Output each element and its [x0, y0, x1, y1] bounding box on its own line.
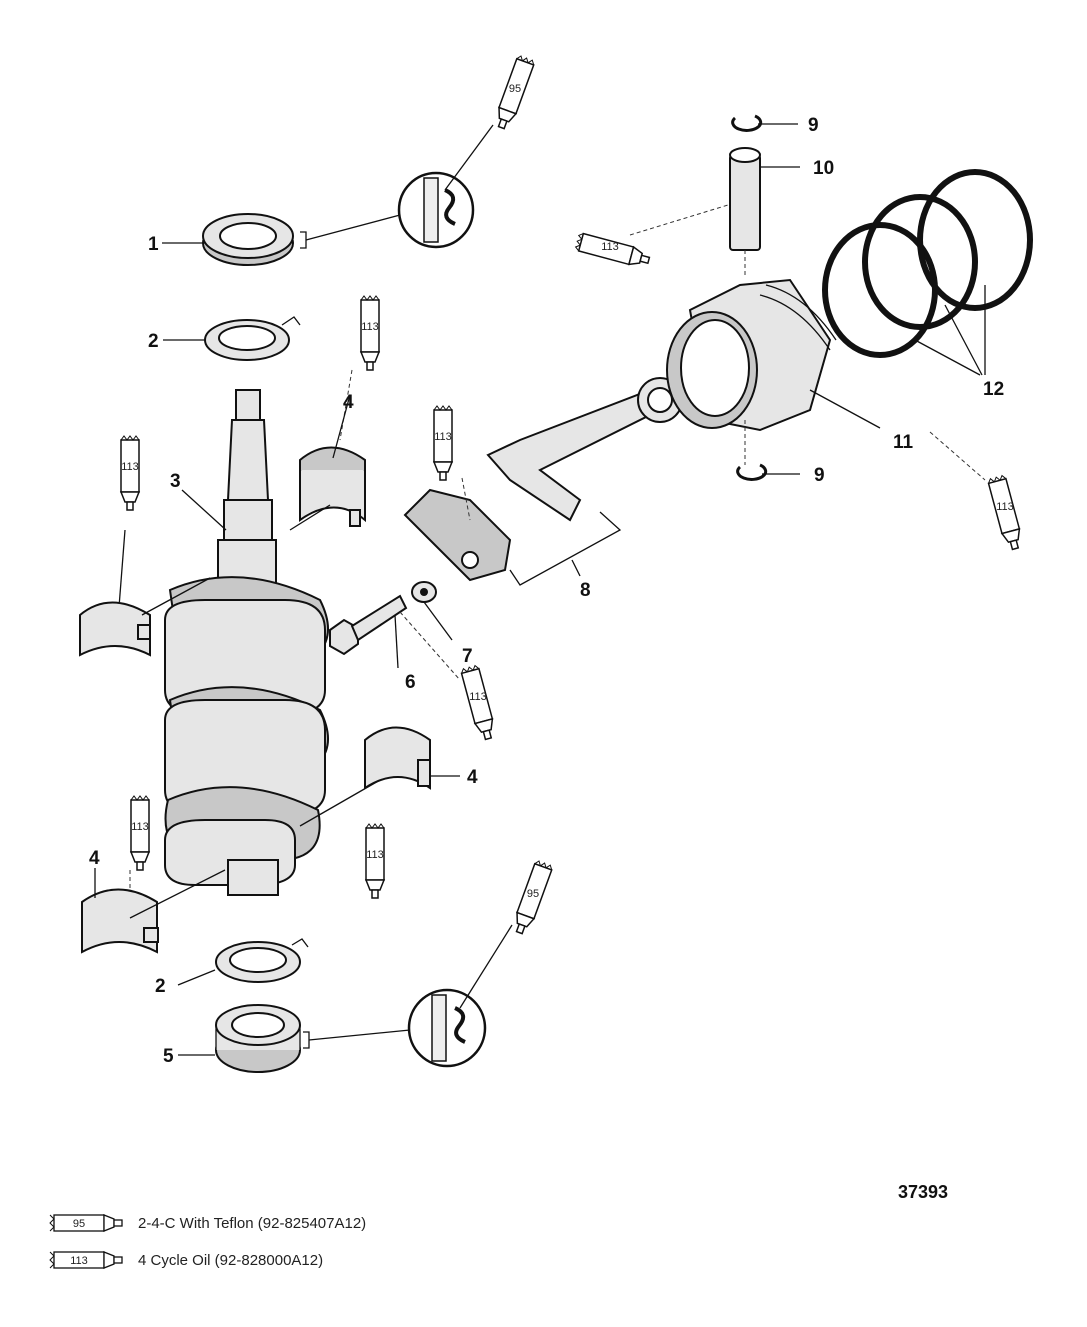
callout-2-bottom: 2 — [155, 976, 166, 997]
tube-icon: 95 — [49, 1214, 123, 1232]
tube-113-lower-left: 113 — [130, 795, 150, 871]
piston — [666, 278, 837, 432]
rod-bolt — [329, 594, 408, 656]
oil-seal-top — [202, 213, 307, 266]
callout-3: 3 — [170, 471, 181, 492]
tube-113-lower-right: 113 — [365, 823, 385, 899]
svg-text:113: 113 — [361, 321, 379, 333]
tube-113-rod: 113 — [433, 405, 453, 481]
legend-item-95: 95 2-4-C With Teflon (92-825407A12) — [48, 1212, 366, 1234]
callout-1: 1 — [148, 234, 159, 255]
callout-2-top: 2 — [148, 331, 159, 352]
piston-rings — [822, 169, 1033, 358]
legend-code-113: 113 — [70, 1255, 88, 1267]
main-bearing-upper — [299, 446, 366, 527]
thrust-washer-top — [204, 316, 301, 361]
piston-pin — [729, 147, 761, 251]
main-bearing-lower-right — [364, 726, 431, 790]
svg-text:113: 113 — [469, 691, 487, 703]
callout-4-left: 4 — [89, 848, 100, 869]
tube-113-bolt: 113 — [459, 664, 498, 742]
tube-95-top: 95 — [492, 54, 536, 132]
tube-113-pin: 113 — [574, 231, 652, 270]
svg-text:113: 113 — [996, 501, 1014, 513]
main-bearing-lower-left — [81, 888, 159, 954]
callout-10: 10 — [813, 158, 834, 179]
callout-8: 8 — [580, 580, 591, 601]
tube-113-left: 113 — [120, 435, 140, 511]
tube-113-upper: 113 — [360, 295, 380, 371]
legend-text-95: 2-4-C With Teflon (92-825407A12) — [138, 1214, 367, 1232]
svg-text:113: 113 — [434, 431, 452, 443]
svg-text:95: 95 — [527, 888, 539, 900]
rod-washer — [411, 581, 437, 603]
callout-5: 5 — [163, 1046, 174, 1067]
piston-pin-clip-top — [731, 114, 763, 132]
callout-7: 7 — [462, 646, 473, 667]
callout-4-upper: 4 — [343, 392, 354, 413]
legend-code-95: 95 — [73, 1218, 85, 1230]
svg-text:113: 113 — [366, 849, 384, 861]
callout-11: 11 — [893, 432, 914, 453]
tube-113-rings: 113 — [986, 474, 1025, 552]
callout-6: 6 — [405, 672, 416, 693]
callout-9-top: 9 — [808, 115, 819, 136]
tube-icon: 113 — [49, 1251, 123, 1269]
callout-12: 12 — [983, 379, 1004, 400]
legend-text-113: 4 Cycle Oil (92-828000A12) — [138, 1251, 324, 1269]
callout-4-right: 4 — [467, 767, 478, 788]
oil-seal-bottom — [215, 1004, 310, 1073]
svg-text:113: 113 — [121, 461, 139, 473]
thrust-washer-bottom — [215, 938, 309, 983]
tube-95-bottom: 95 — [510, 859, 554, 937]
main-bearing-left — [79, 601, 151, 657]
piston-pin-clip-bottom — [736, 463, 768, 481]
svg-text:95: 95 — [509, 83, 521, 95]
svg-text:113: 113 — [601, 241, 619, 253]
seal-detail-circle-top — [397, 171, 475, 249]
callout-9-bottom: 9 — [814, 465, 825, 486]
seal-detail-circle-bottom — [407, 988, 487, 1068]
legend-item-113: 113 4 Cycle Oil (92-828000A12) — [48, 1249, 323, 1271]
crankshaft — [164, 389, 329, 896]
svg-text:113: 113 — [131, 821, 149, 833]
figure-number: 37393 — [898, 1182, 949, 1202]
